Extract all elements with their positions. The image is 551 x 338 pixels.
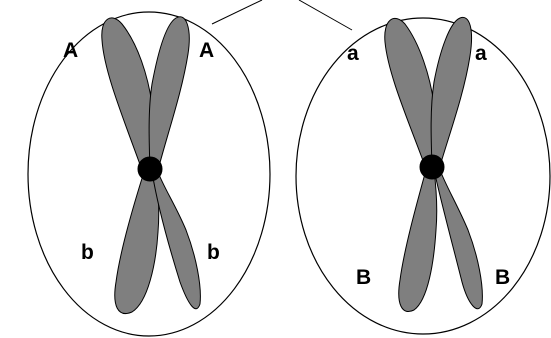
connector-line-left (212, 0, 262, 24)
allele-label-top-right: a (475, 42, 487, 65)
allele-label-bottom-left: b (81, 241, 94, 264)
allele-label-bottom-right: b (207, 241, 220, 264)
connector-line-right (299, 0, 352, 30)
allele-label-bottom-left: B (356, 266, 371, 289)
centromere (420, 155, 444, 179)
allele-label-top-left: A (63, 39, 78, 62)
centromere (138, 157, 162, 181)
allele-label-top-right: A (199, 39, 214, 62)
left-cell: A A b b (28, 12, 270, 336)
allele-label-top-left: a (347, 42, 359, 65)
right-cell: a a B B (296, 17, 550, 334)
allele-label-bottom-right: B (495, 266, 510, 289)
